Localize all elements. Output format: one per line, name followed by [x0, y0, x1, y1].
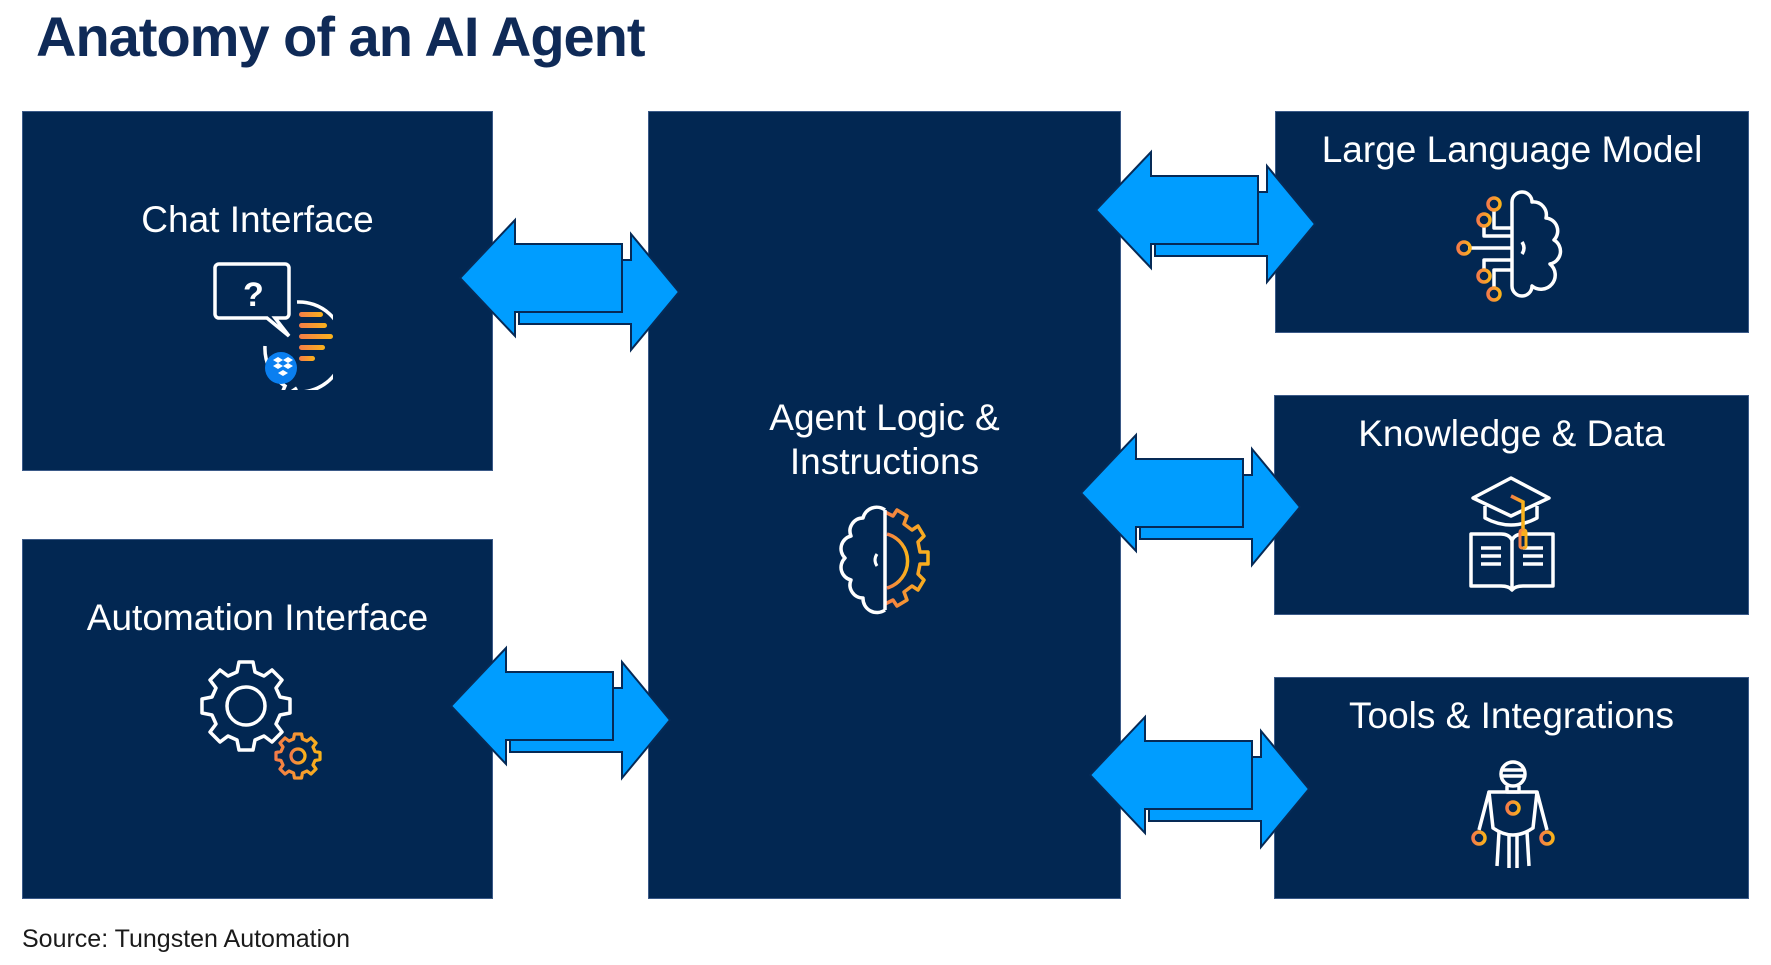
chat-question-icon: ? [213, 262, 333, 390]
brain-gear-icon [839, 505, 930, 615]
graduation-book-icon [1469, 476, 1555, 592]
llm-label: Large Language Model [1321, 129, 1703, 170]
gears-icon [200, 660, 322, 780]
arrow-left [1088, 714, 1253, 836]
agent-knowledge-arrows [1079, 432, 1302, 568]
llm-box: Large Language Model [1275, 111, 1749, 333]
agent-llm-arrows [1094, 149, 1317, 285]
tools-label: Tools & Integrations [1349, 695, 1674, 736]
arrow-left [458, 217, 623, 339]
arrow-left [1094, 149, 1259, 271]
source-caption: Source: Tungsten Automation [22, 925, 350, 953]
tools-box: Tools & Integrations [1274, 677, 1749, 899]
knowledge-label: Knowledge & Data [1358, 413, 1665, 454]
robot-icon [1471, 760, 1555, 868]
automation-agent-arrows [449, 645, 672, 781]
chat-agent-arrows [458, 217, 681, 353]
diagram-title: Anatomy of an AI Agent [36, 5, 646, 68]
arrow-left [449, 645, 614, 767]
knowledge-box: Knowledge & Data [1274, 395, 1749, 615]
automation-interface-box: Automation Interface [22, 539, 493, 899]
automation-interface-label: Automation Interface [86, 597, 429, 638]
brain-circuit-icon [1456, 190, 1563, 302]
svg-text:?: ? [243, 276, 264, 314]
agent-logic-label-line2: Instructions [789, 441, 980, 482]
chat-interface-box: Chat Interface ? [22, 111, 493, 471]
agent-tools-arrows [1088, 714, 1311, 850]
chat-interface-label: Chat Interface [141, 199, 374, 240]
agent-logic-label-line1: Agent Logic & [769, 397, 1000, 438]
arrow-left [1079, 432, 1244, 554]
agent-logic-box: Agent Logic & Instructions [648, 111, 1121, 899]
